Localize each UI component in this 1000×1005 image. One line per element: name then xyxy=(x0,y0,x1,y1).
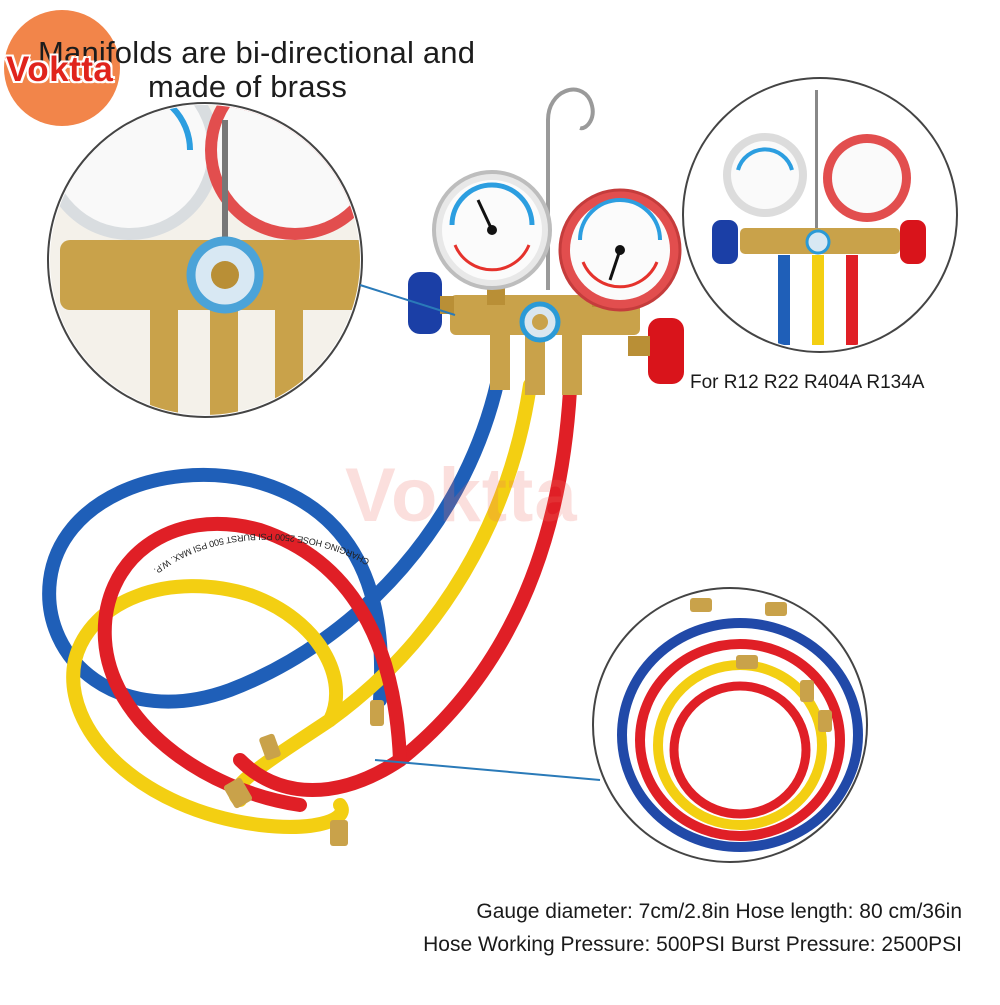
brand-watermark: Voktta xyxy=(345,453,578,538)
headline-line-1: Manifolds are bi-directional and xyxy=(38,35,476,70)
hose-blue xyxy=(42,363,507,709)
callout-line-left xyxy=(359,284,456,316)
headline-line-2: made of brass xyxy=(148,69,348,104)
hose-red xyxy=(97,383,577,812)
headline: Manifolds are bi-directional and made of… xyxy=(38,36,475,104)
hose-yellow xyxy=(66,378,537,834)
zoom-circle-full-set xyxy=(682,77,958,353)
zoom-circle-manifold-detail xyxy=(47,102,363,418)
hose-fittings xyxy=(223,700,384,846)
callout-line-bottom xyxy=(374,759,601,781)
logo-emblem xyxy=(4,10,120,126)
high-pressure-gauge xyxy=(558,188,682,312)
refrigerant-compatibility: For R12 R22 R404A R134A xyxy=(690,372,925,393)
spec-pressure: Hose Working Pressure: 500PSI Burst Pres… xyxy=(423,933,962,956)
brand-logo: Voktta xyxy=(6,50,114,89)
zoom-circle-hoses xyxy=(592,587,868,863)
blue-valve-knob xyxy=(408,272,454,334)
hanging-hook xyxy=(546,87,595,290)
spec-gauge-hose: Gauge diameter: 7cm/2.8in Hose length: 8… xyxy=(476,900,962,923)
red-valve-knob xyxy=(628,318,684,384)
low-pressure-gauge xyxy=(432,170,552,290)
